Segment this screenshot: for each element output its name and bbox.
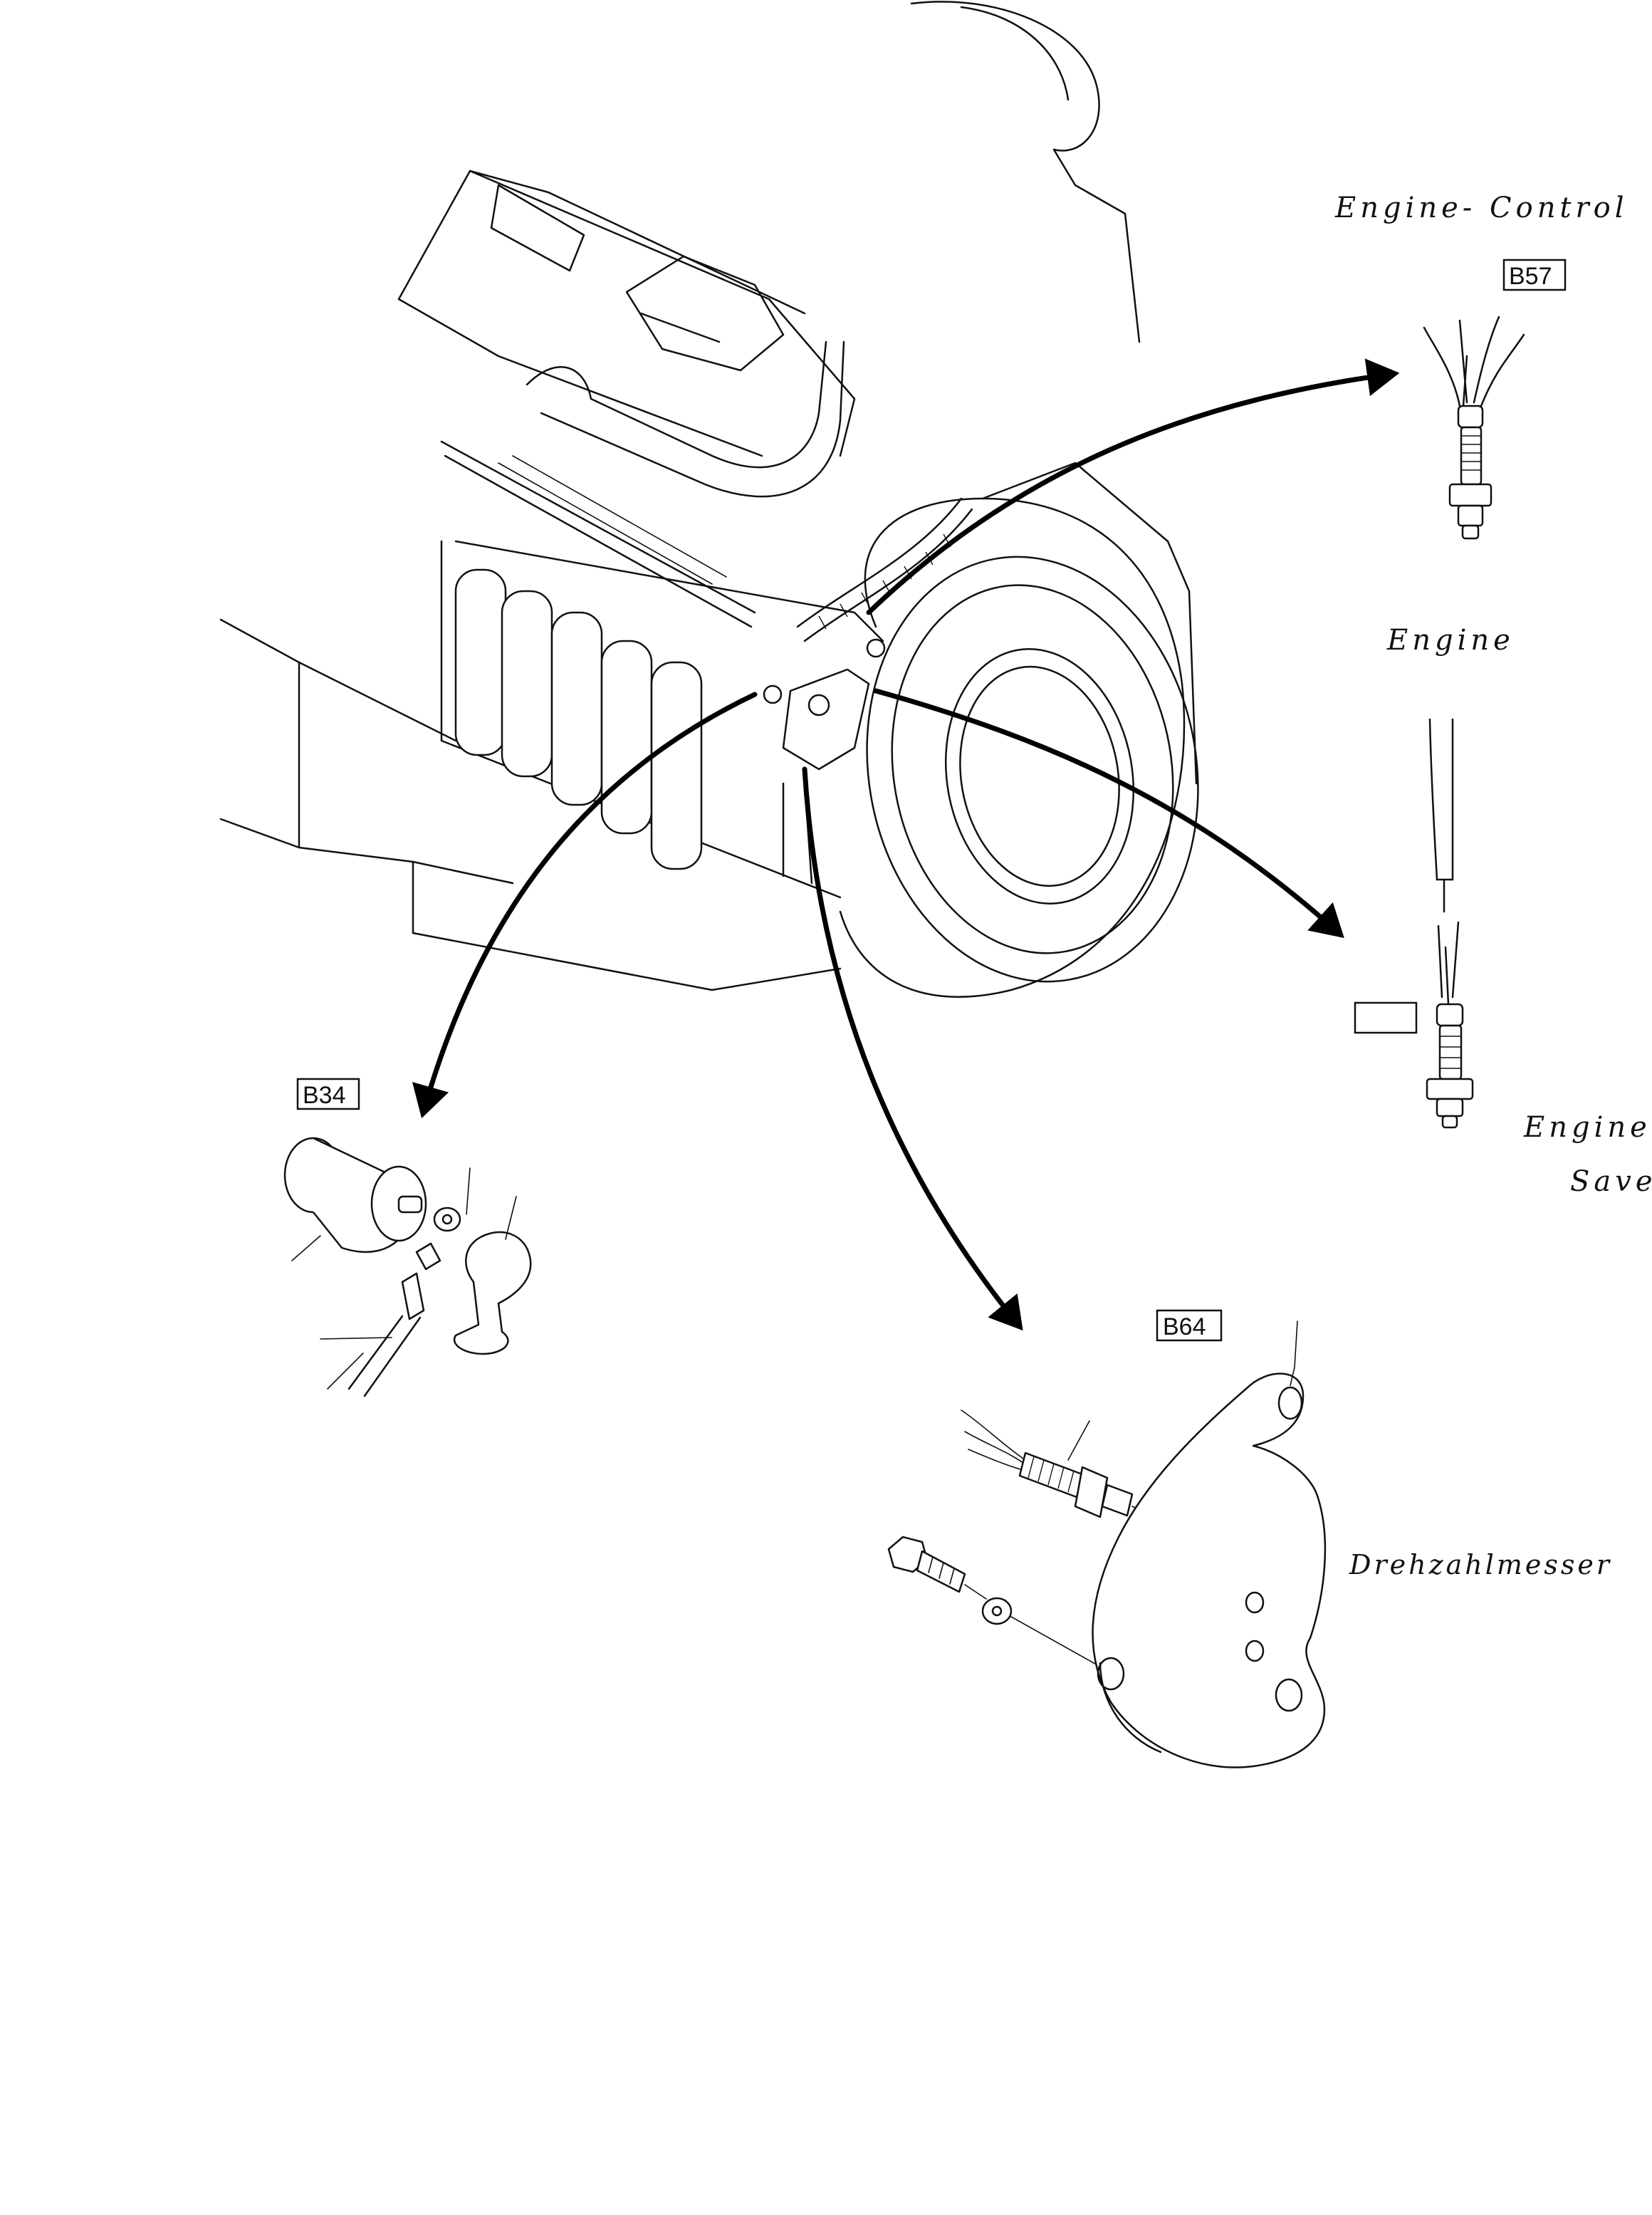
svg-text:B34: B34 xyxy=(303,1082,346,1109)
arrow-to-b34 xyxy=(412,692,758,1119)
svg-text:B57: B57 xyxy=(1509,263,1552,290)
sensor-b64 xyxy=(887,1320,1327,1768)
code-box-b64: B64 xyxy=(1156,1309,1223,1342)
arrow-to-b57 xyxy=(866,358,1400,615)
code-box-blank xyxy=(1354,1001,1418,1034)
code-box-b57: B57 xyxy=(1502,259,1567,291)
label-engine-saver-line1: Engine- xyxy=(1523,1111,1652,1144)
sensor-b34 xyxy=(283,1137,532,1397)
sensor-b57 xyxy=(1423,316,1525,540)
label-drehzahlmesser: Drehzahlmesser xyxy=(1349,1549,1612,1580)
label-engine-saver-line2: Saver xyxy=(1570,1165,1652,1198)
label-engine: Engine xyxy=(1386,624,1515,657)
arrow-to-engine-saver xyxy=(873,688,1344,939)
arrow-to-b64 xyxy=(802,766,1023,1331)
engine-cable xyxy=(1428,718,1454,913)
svg-text:B64: B64 xyxy=(1163,1313,1206,1340)
label-engine-control: Engine- Control xyxy=(1334,192,1629,224)
engine-illustration xyxy=(219,1,1199,998)
pointer-arrows xyxy=(412,358,1400,1331)
sensor-engine-saver xyxy=(1426,921,1474,1129)
code-box-b34: B34 xyxy=(296,1078,360,1110)
